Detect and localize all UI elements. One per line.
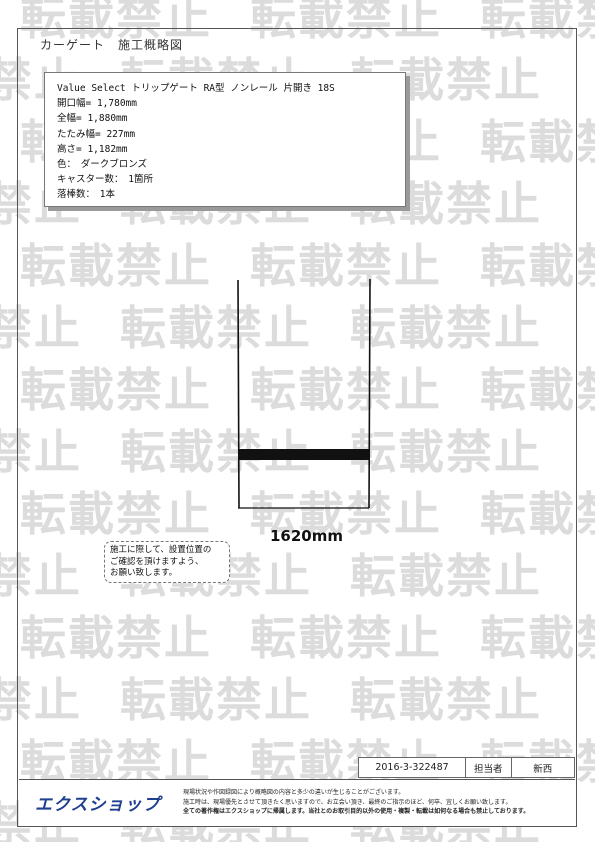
watermark-text: 転載禁止 [480, 611, 595, 665]
watermark-text: 転載禁止 [120, 673, 312, 727]
spec-folded-width: たたみ幅= 227mm [57, 128, 136, 140]
document-number: 2016-3-322487 [359, 758, 466, 777]
watermark-text: 転載禁止 [20, 363, 212, 417]
footer: エクスショップ 現場状況や作図録図により概略図の内容と多少の違いが生じることがご… [19, 779, 575, 826]
watermark-text: 転載禁止 [480, 239, 595, 293]
watermark-text: 転載禁止 [0, 301, 82, 355]
watermark-text: 転載禁止 [120, 301, 312, 355]
spec-total-width: 全幅= 1,880mm [57, 113, 128, 125]
watermark-text: 転載禁止 [0, 549, 82, 603]
gate-plan-drawing [237, 278, 371, 509]
watermark-text: 転載禁止 [480, 115, 595, 169]
spec-color: 色： ダークブロンズ [57, 159, 148, 171]
watermark-text: 転載禁止 [350, 301, 542, 355]
watermark-text: 転載禁止 [0, 673, 82, 727]
gate-left-post [237, 279, 240, 509]
note-line: 施工に際して、設置位置の [110, 545, 212, 555]
page-title: カーゲート 施工概略図 [40, 38, 184, 52]
spec-product-name: Value Select トリップゲート RA型 ノンレール 片開き 18S [57, 83, 335, 94]
gate-body [238, 449, 370, 460]
watermark-text: 転載禁止 [20, 239, 212, 293]
disclaimer-line: 施工時は、現場優先とさせて頂きたく思いますので、お立会い頂き、最終のご指示のほど… [183, 798, 512, 806]
note-line: お願い致します。 [110, 568, 178, 578]
watermark-text: 転載禁止 [350, 425, 542, 479]
disclaimer-line: 現場状況や作図録図により概略図の内容と多少の違いが生じることがございます。 [183, 789, 405, 796]
document-info-bar: 2016-3-322487 担当者 新西 [358, 757, 575, 778]
spec-height: 高さ= 1,182mm [57, 143, 128, 155]
watermark-text: 転載禁止 [250, 487, 442, 541]
watermark-text: 転載禁止 [20, 487, 212, 541]
spec-opening-width: 開口幅= 1,780mm [57, 98, 137, 110]
watermark-text: 転載禁止 [480, 487, 595, 541]
watermark-text: 転載禁止 [350, 549, 542, 603]
watermark-text: 転載禁止 [20, 0, 212, 45]
gate-right-post [368, 278, 371, 509]
watermark-text: 転載禁止 [250, 239, 442, 293]
watermark-text: 転載禁止 [250, 611, 442, 665]
person-name: 新西 [533, 763, 553, 775]
installation-note: 施工に際して、設置位置の ご確認を頂けますよう、 お願い致します。 [104, 541, 230, 583]
watermark-text: 転載禁止 [0, 425, 82, 479]
person-label: 担当者 [466, 758, 512, 777]
disclaimer: 現場状況や作図録図により概略図の内容と多少の違いが生じることがございます。 施工… [183, 788, 568, 817]
spec-box: Value Select トリップゲート RA型 ノンレール 片開き 18S 開… [44, 72, 406, 207]
watermark-text: 転載禁止 [20, 611, 212, 665]
watermark-text: 転載禁止 [250, 0, 442, 45]
note-line: ご確認を頂けますよう、 [110, 556, 204, 567]
watermark-text: 転載禁止 [250, 363, 442, 417]
brand-logo: エクスショップ [35, 795, 161, 815]
disclaimer-line: 全ての著作権はエクスショップに帰属します。当社とのお取引目的以外の使用・複製・転… [183, 808, 530, 815]
spec-caster-count: キャスター数： 1箇所 [57, 174, 153, 186]
watermark-text: 転載禁止 [480, 363, 595, 417]
dimension-label: 1620mm [270, 527, 344, 545]
watermark-text: 転載禁止 [350, 673, 542, 727]
watermark-text: 転載禁止 [480, 0, 595, 45]
page-frame [17, 28, 577, 827]
spec-drop-rod-count: 落棒数： 1本 [57, 189, 115, 201]
